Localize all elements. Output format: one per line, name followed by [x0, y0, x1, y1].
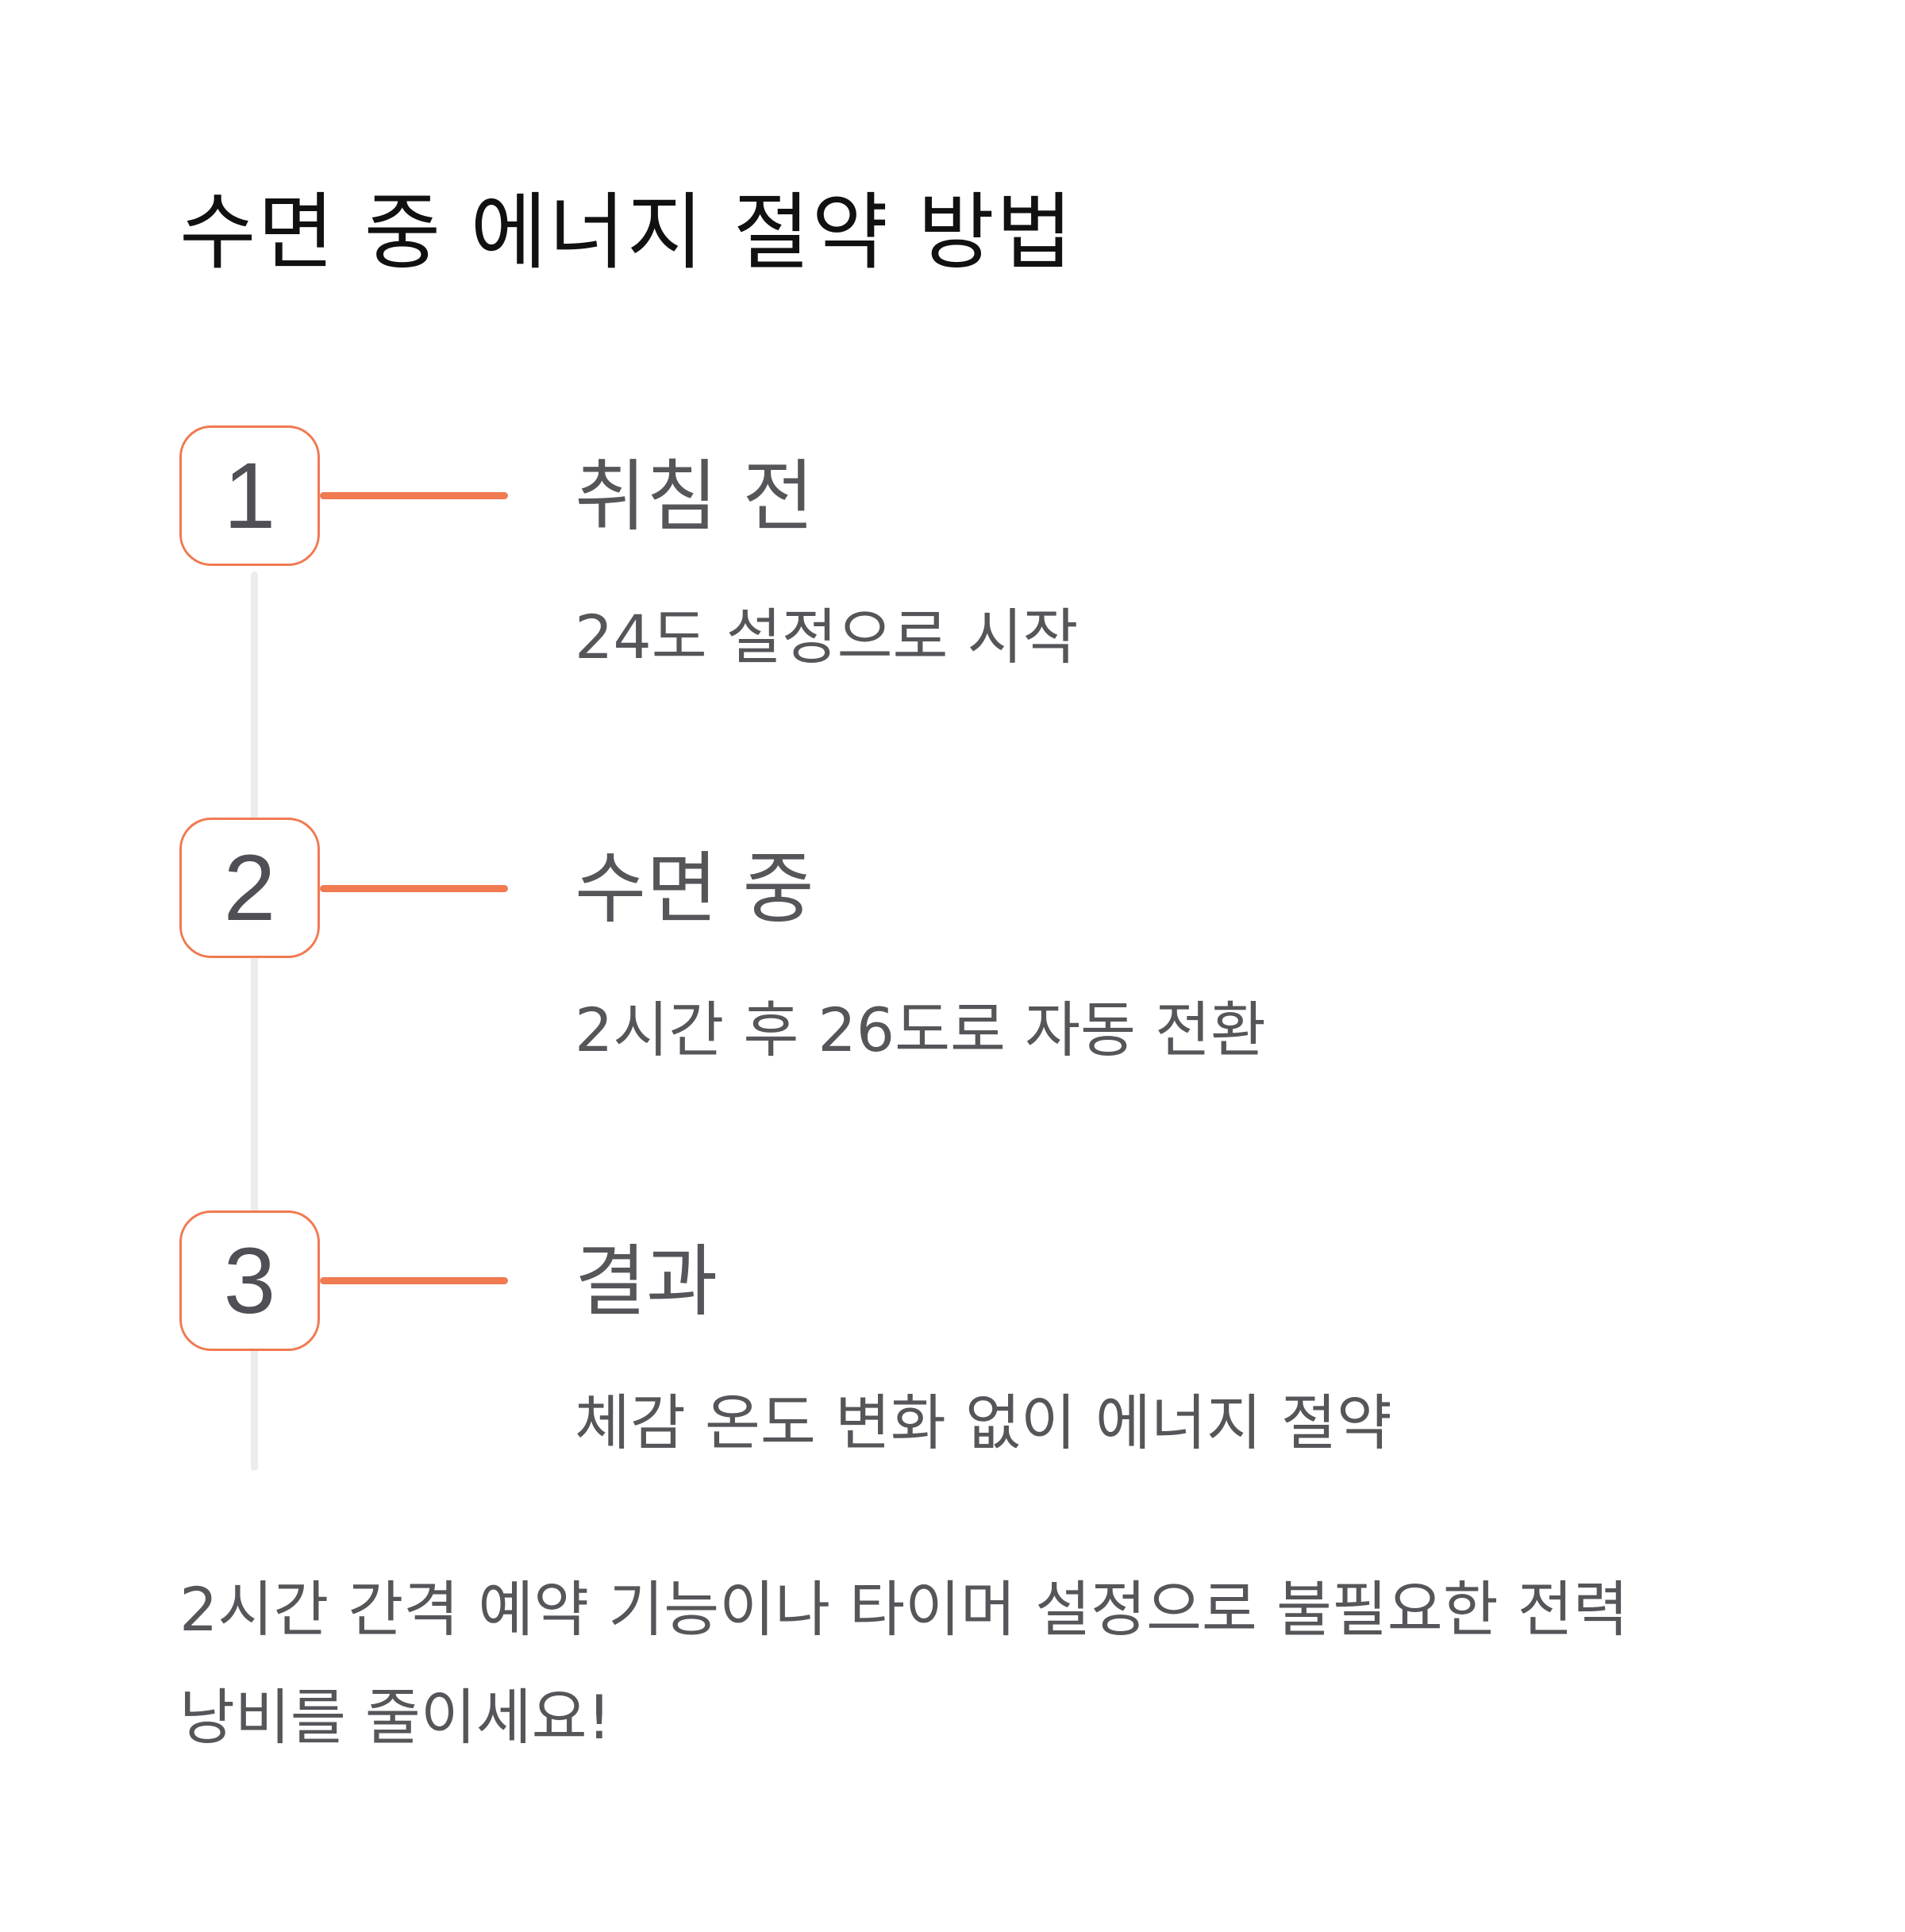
step-2-connector [320, 885, 508, 892]
footer-note: 2시간 간격 예약 기능이나 타이머 설정으로 불필요한 전력 낭비를 줄이세요… [179, 1556, 1767, 1772]
step-3-description: 체감 온도 변화 없이 에너지 절약 [575, 1387, 1392, 1458]
step-1-number-badge: 1 [179, 425, 320, 566]
step-1-description: 24도 설정으로 시작 [575, 602, 1079, 672]
step-3-number-badge: 3 [179, 1210, 320, 1351]
step-3-connector [320, 1277, 508, 1284]
footer-note-line-2: 낭비를 줄이세요! [179, 1682, 612, 1753]
page-title: 수면 중 에너지 절약 방법 [179, 184, 1075, 281]
step-2-description: 2시간 후 26도로 자동 전환 [575, 995, 1266, 1065]
step-3-title: 결과 [575, 1237, 718, 1327]
step-2-number-badge: 2 [179, 818, 320, 958]
timeline-line [251, 572, 258, 1471]
footer-note-line-1: 2시간 간격 예약 기능이나 타이머 설정으로 불필요한 전력 [179, 1574, 1629, 1645]
step-2-title: 수면 중 [575, 844, 814, 934]
step-1-title: 취침 전 [575, 452, 814, 542]
step-1-connector [320, 492, 508, 499]
